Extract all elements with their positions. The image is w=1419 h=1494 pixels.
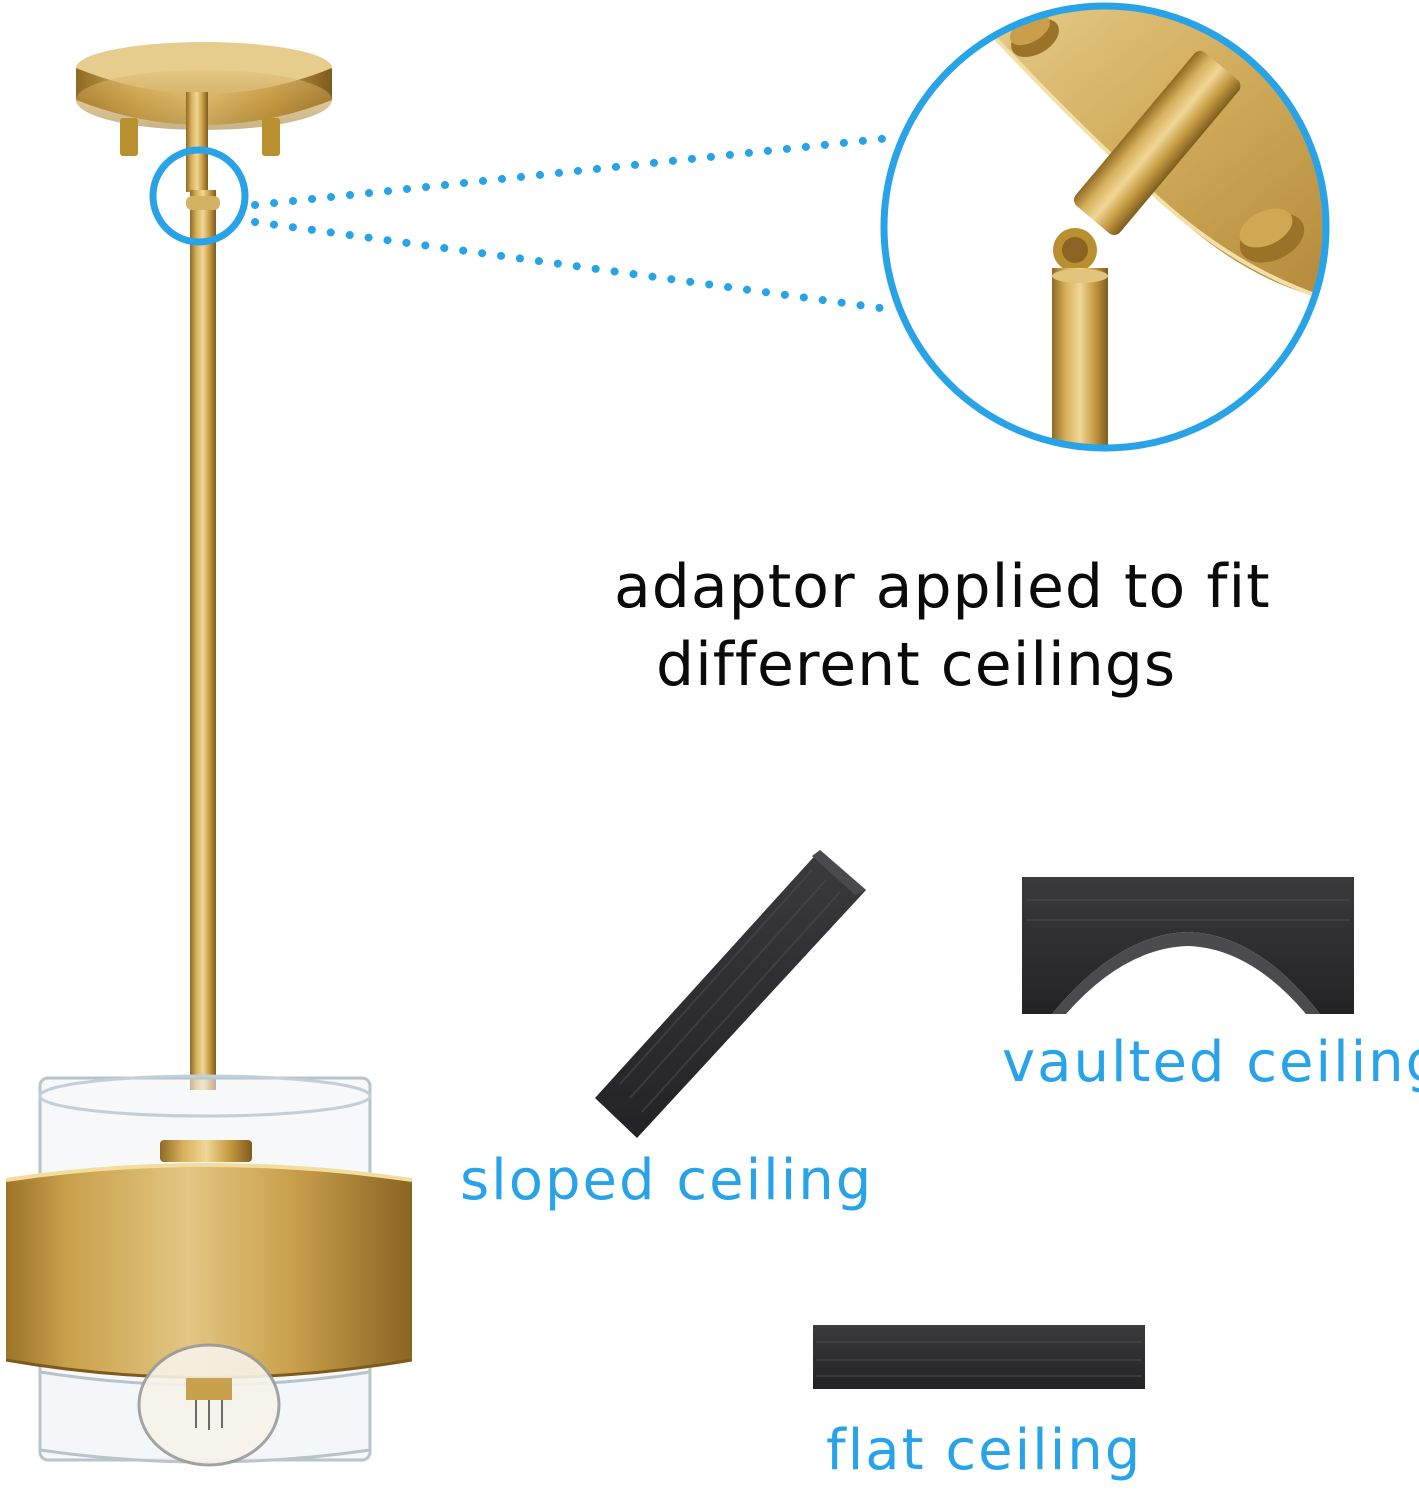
vaulted-ceiling-label: vaulted ceiling bbox=[1002, 1030, 1419, 1095]
sloped-ceiling-label: sloped ceiling bbox=[460, 1148, 874, 1213]
flat-ceiling-label: flat ceiling bbox=[826, 1418, 1143, 1483]
pendant-shade bbox=[5, 1074, 413, 1467]
headline-line-1: adaptor applied to fit bbox=[614, 552, 1271, 622]
dotted-connector-bottom bbox=[251, 218, 899, 314]
headline-line-2: different ceilings bbox=[656, 630, 1177, 700]
zoom-detail bbox=[880, 2, 1330, 452]
dotted-connector-top bbox=[251, 134, 894, 209]
canopy bbox=[76, 42, 332, 192]
adaptor-highlight-circle bbox=[149, 146, 249, 246]
vaulted-ceiling-block bbox=[1022, 877, 1354, 1014]
flat-ceiling-block bbox=[813, 1325, 1145, 1389]
downrod bbox=[186, 190, 220, 1090]
screw-bottom bbox=[1239, 208, 1305, 263]
sloped-ceiling-block bbox=[595, 850, 866, 1138]
headline: adaptor applied to fit different ceiling… bbox=[560, 548, 1340, 704]
